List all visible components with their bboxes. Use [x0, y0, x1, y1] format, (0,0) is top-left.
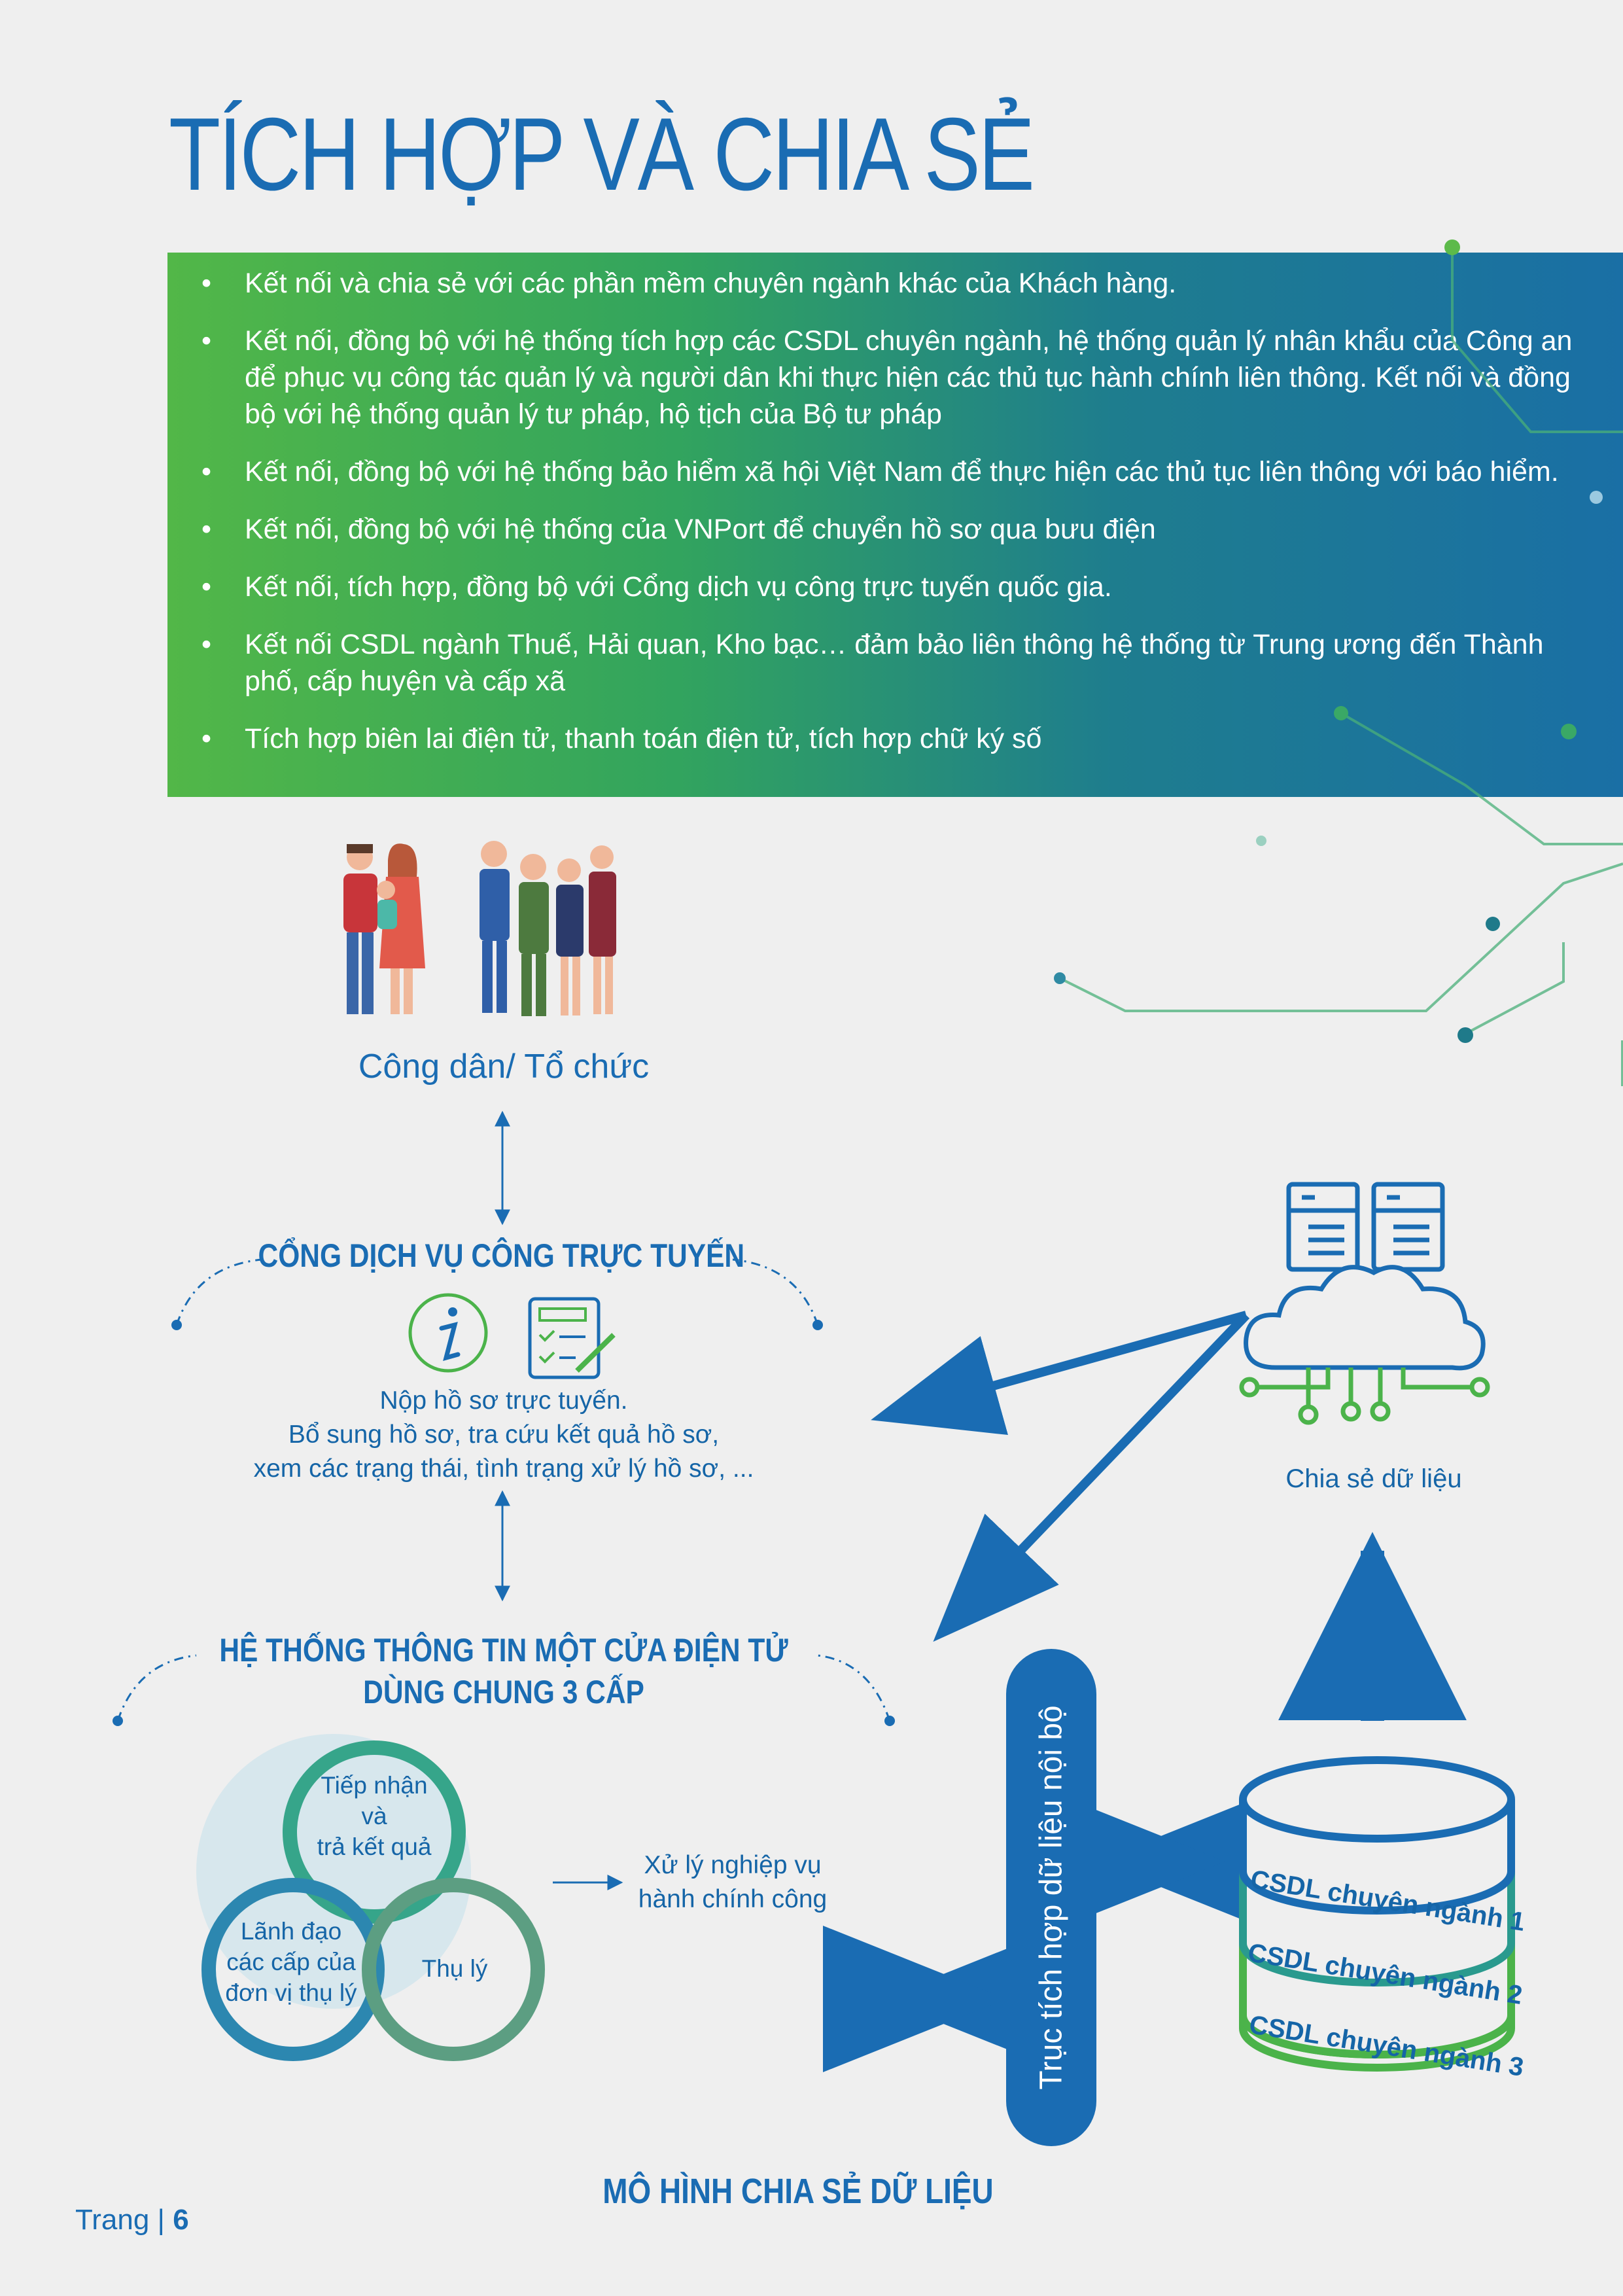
onedoor-title-line: HỆ THỐNG THÔNG TIN MỘT CỬA ĐIỆN TỬ: [219, 1632, 788, 1669]
diagram-caption: MÔ HÌNH CHIA SẺ DỮ LIỆU: [602, 2172, 994, 2211]
page-title: TÍCH HỢP VÀ CHIA SẺ: [169, 97, 1035, 212]
share-data-label: Chia sẻ dữ liệu: [1285, 1464, 1462, 1493]
ring-leadership-line: đơn vị thụ lý: [225, 1979, 357, 2006]
feature-item: Kết nối và chia sẻ với các phần mềm chuy…: [201, 265, 1588, 302]
page-footer: Trang | 6: [75, 2204, 189, 2236]
feature-item: Kết nối, đồng bộ với hệ thống tích hợp c…: [201, 323, 1588, 433]
onedoor-title: HỆ THỐNG THÔNG TIN MỘT CỬA ĐIỆN TỬ DÙNG …: [187, 1629, 821, 1713]
feature-item: Kết nối CSDL ngành Thuế, Hải quan, Kho b…: [201, 626, 1588, 699]
portal-desc-line: xem các trạng thái, tình trạng xử lý hồ …: [253, 1455, 754, 1483]
circuit-decoration: [1059, 247, 1623, 1086]
process-label-line: hành chính công: [638, 1885, 828, 1913]
server-cloud-icon: [1239, 1182, 1490, 1425]
integration-bus-label: Trục tích hợp dữ liệu nội bộ: [1034, 1705, 1069, 2090]
professionals-icon: [480, 841, 616, 1016]
citizen-label: Công dân/ Tổ chức: [358, 1048, 650, 1086]
ring-receive-label: Tiếp nhận và trả kết quả: [296, 1770, 453, 1862]
feature-list: Kết nối và chia sẻ với các phần mềm chuy…: [201, 265, 1588, 778]
portal-title: CỔNG DỊCH VỤ CÔNG TRỰC TUYẾN: [258, 1237, 745, 1274]
circuit-nodes: [1054, 239, 1603, 1043]
online-form-icon: [528, 1297, 616, 1379]
portal-desc-line: Nộp hồ sơ trực tuyến.: [379, 1386, 628, 1415]
ring-receive-line: trả kết quả: [317, 1833, 432, 1860]
portal-icons: [408, 1293, 616, 1379]
feature-item: Kết nối, đồng bộ với hệ thống bảo hiểm x…: [201, 453, 1588, 490]
feature-item: Kết nối, đồng bộ với hệ thống của VNPort…: [201, 511, 1588, 548]
page-word: Trang: [75, 2204, 150, 2236]
ring-receive-line: và: [361, 1803, 387, 1829]
page-separator: |: [157, 2204, 165, 2236]
ring-receive-line: Tiếp nhận: [321, 1772, 428, 1799]
ring-leadership-line: các cấp của: [226, 1949, 356, 1975]
process-label-line: Xử lý nghiệp vụ: [644, 1851, 822, 1879]
ring-leadership-line: Lãnh đạo: [240, 1918, 342, 1945]
info-icon: [408, 1293, 488, 1373]
onedoor-title-line: DÙNG CHUNG 3 CẤP: [363, 1674, 644, 1710]
portal-description: Nộp hồ sơ trực tuyến. Bổ sung hồ sơ, tra…: [196, 1384, 811, 1486]
ring-leadership-label: Lãnh đạo các cấp của đơn vị thụ lý: [213, 1916, 370, 2008]
database-stack-icon: [1239, 1756, 1515, 2072]
page-number: 6: [173, 2204, 189, 2236]
feature-item: Tích hợp biên lai điện tử, thanh toán đi…: [201, 720, 1588, 757]
ring-processing-label: Thụ lý: [421, 1955, 488, 1982]
family-icon: [343, 843, 425, 1014]
integration-bus: [1006, 1649, 1096, 2146]
citizens-illustration: [343, 841, 616, 1016]
process-label: Xử lý nghiệp vụ hành chính công: [628, 1848, 837, 1916]
portal-desc-line: Bổ sung hồ sơ, tra cứu kết quả hồ sơ,: [288, 1421, 720, 1449]
feature-item: Kết nối, tích hợp, đồng bộ với Cổng dịch…: [201, 569, 1588, 605]
